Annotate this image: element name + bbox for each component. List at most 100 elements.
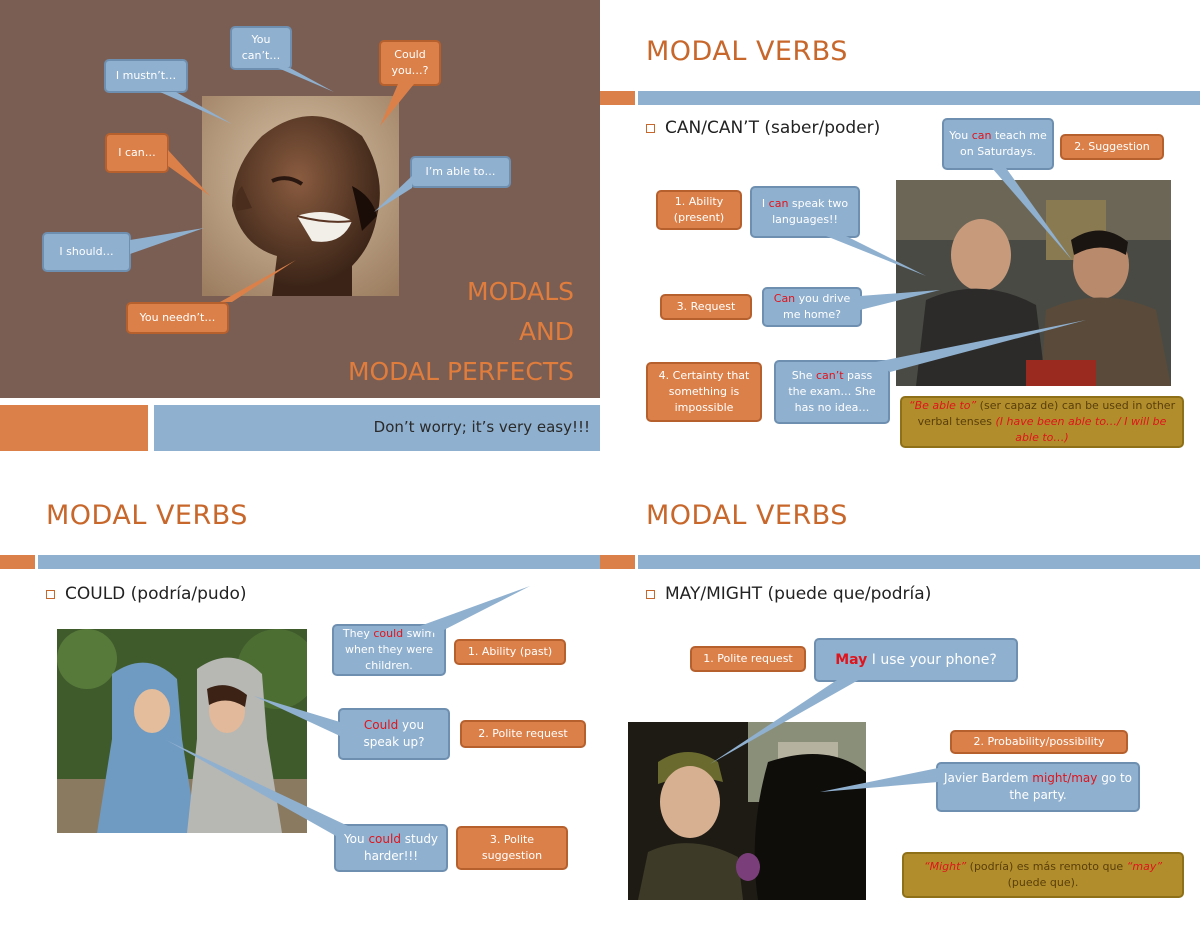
bubble-swim: They could swim when they were children. — [332, 624, 446, 676]
bubble-could-you: Could you…? — [379, 40, 441, 86]
modal-word: Can — [773, 292, 796, 306]
bullet-text: COULD (podría/pudo) — [65, 584, 247, 604]
bullet-square-icon — [646, 123, 655, 133]
bubble-text: You can teach me on Saturdays. — [949, 128, 1047, 160]
label-text: 1. Ability (present) — [673, 195, 725, 224]
bubble-teach: You can teach me on Saturdays. — [942, 118, 1054, 170]
label-polite-request: 1. Polite request — [690, 646, 806, 672]
note-phrase: (I have been able to…/ I will be able to… — [995, 415, 1167, 444]
bubble-text: Could you speak up? — [345, 717, 443, 752]
note-phrase: “may” — [1126, 860, 1163, 874]
screaming-head-photo — [202, 96, 399, 296]
makeup-photo — [628, 722, 866, 900]
bubble-i-can: I can… — [105, 133, 169, 173]
label-text: 3. Request — [676, 300, 736, 314]
bullet-could: COULD (podría/pudo) — [46, 584, 247, 604]
text-part: I use your phone? — [867, 651, 997, 668]
bullet-text: MAY/MIGHT (puede que/podría) — [665, 584, 932, 604]
label-probability: 2. Probability/possibility — [950, 730, 1128, 754]
label-suggestion: 2. Suggestion — [1060, 134, 1164, 160]
bullet-may-might: MAY/MIGHT (puede que/podría) — [646, 584, 931, 604]
label-text: 1. Ability (past) — [467, 645, 553, 659]
bullet-text: CAN/CAN’T (saber/poder) — [665, 118, 881, 138]
bubble-text: You could study harder!!! — [341, 831, 441, 866]
text-part: speak two languages!! — [772, 197, 849, 226]
slide-title: MODAL VERBS — [646, 500, 848, 531]
label-request: 3. Request — [660, 294, 752, 320]
accent-bar-blue — [38, 555, 600, 569]
bubble-speak: I can speak two languages!! — [750, 186, 860, 238]
note-be-able-to: “Be able to” (ser capaz de) can be used … — [900, 396, 1184, 448]
accent-bar-orange — [600, 91, 635, 105]
accent-bar-orange — [0, 555, 35, 569]
bullet-can: CAN/CAN’T (saber/poder) — [646, 118, 880, 138]
bubble-party: Javier Bardem might/may go to the party. — [936, 762, 1140, 812]
bubble-text: She can’t pass the exam… She has no idea… — [781, 368, 883, 416]
modal-word: can — [971, 129, 992, 143]
modal-word: can’t — [815, 369, 844, 383]
text-part: swim when they were children. — [344, 627, 436, 672]
label-polite-request: 2. Polite request — [460, 720, 586, 748]
modal-word: might/may — [1032, 770, 1098, 785]
slide-title: MODAL VERBS — [646, 36, 848, 67]
label-text: 2. Probability/possibility — [973, 735, 1105, 749]
bubble-im-able-to: I’m able to… — [410, 156, 511, 188]
bubble-text: Could you…? — [391, 48, 429, 77]
subtitle: Don’t worry; it’s very easy!!! — [373, 418, 590, 436]
note-part: (puede que). — [1007, 876, 1079, 889]
bubble-phone: May I use your phone? — [814, 638, 1018, 682]
label-text: 1. Polite request — [703, 652, 793, 666]
label-polite-suggestion: 3. Polite suggestion — [456, 826, 568, 870]
bubble-text: May I use your phone? — [835, 650, 997, 670]
text-part: They — [342, 627, 374, 641]
note-part: (ser capaz de) can be used in other verb… — [917, 399, 1176, 429]
orange-bar — [0, 405, 148, 451]
slide-title: MODAL VERBS — [46, 500, 248, 531]
bubble-drive: Can you drive me home? — [762, 287, 862, 327]
bubble-text: You needn’t… — [139, 311, 216, 325]
text-part: I — [761, 197, 769, 211]
text-part: teach me on Saturdays. — [960, 129, 1047, 158]
note-phrase: “Might” — [923, 860, 967, 874]
bubble-text: You can’t… — [241, 33, 281, 62]
bullet-square-icon — [46, 589, 55, 599]
note-part: (podría) es más remoto que — [966, 860, 1127, 874]
bubble-text: I can speak two languages!! — [757, 196, 853, 228]
note-text: “Might” (podría) es más remoto que “may”… — [909, 859, 1177, 891]
note-phrase: “Be able to” — [908, 399, 977, 413]
text-part: you speak up? — [363, 717, 425, 749]
title-line-1: MODALS — [467, 277, 574, 306]
bubble-text: Javier Bardem might/may go to the party. — [943, 770, 1133, 805]
modal-word: could — [373, 627, 404, 641]
modal-word: can — [768, 197, 789, 211]
text-part: You — [343, 831, 369, 846]
note-might-may: “Might” (podría) es más remoto que “may”… — [902, 852, 1184, 898]
label-text: 2. Suggestion — [1074, 140, 1150, 154]
bubble-i-mustnt: I mustn’t… — [104, 59, 188, 93]
text-part: She — [791, 369, 816, 383]
bubble-text: Can you drive me home? — [769, 291, 855, 323]
label-ability-past: 1. Ability (past) — [454, 639, 566, 665]
bubble-pass: She can’t pass the exam… She has no idea… — [774, 360, 890, 424]
accent-bar-orange — [600, 555, 635, 569]
bubble-text: I mustn’t… — [115, 69, 177, 83]
modal-word: could — [368, 831, 401, 846]
two-men-photo — [896, 180, 1171, 386]
text-part: You — [949, 129, 972, 143]
label-text: 3. Polite suggestion — [481, 833, 543, 862]
slide-can-cant: MODAL VERBS CAN/CAN’T (saber/poder) You … — [600, 0, 1200, 463]
main-title: MODALS AND MODAL PERFECTS — [348, 272, 574, 392]
blue-bar — [154, 405, 600, 451]
label-ability: 1. Ability (present) — [656, 190, 742, 230]
text-part: study harder!!! — [363, 831, 439, 863]
bubble-text: I’m able to… — [425, 165, 496, 179]
accent-bar-blue — [638, 555, 1200, 569]
bubble-you-cant: You can’t… — [230, 26, 292, 70]
bubble-you-neednt: You needn’t… — [126, 302, 229, 334]
modal-word: Could — [363, 717, 399, 732]
text-part: you drive me home? — [782, 292, 851, 321]
bullet-square-icon — [646, 589, 655, 599]
slide-modals-title: You can’t… Could you…? I mustn’t… I can…… — [0, 0, 600, 463]
slide-may-might: MODAL VERBS MAY/MIGHT (puede que/podría)… — [600, 464, 1200, 927]
text-part: Javier Bardem — [943, 770, 1033, 785]
